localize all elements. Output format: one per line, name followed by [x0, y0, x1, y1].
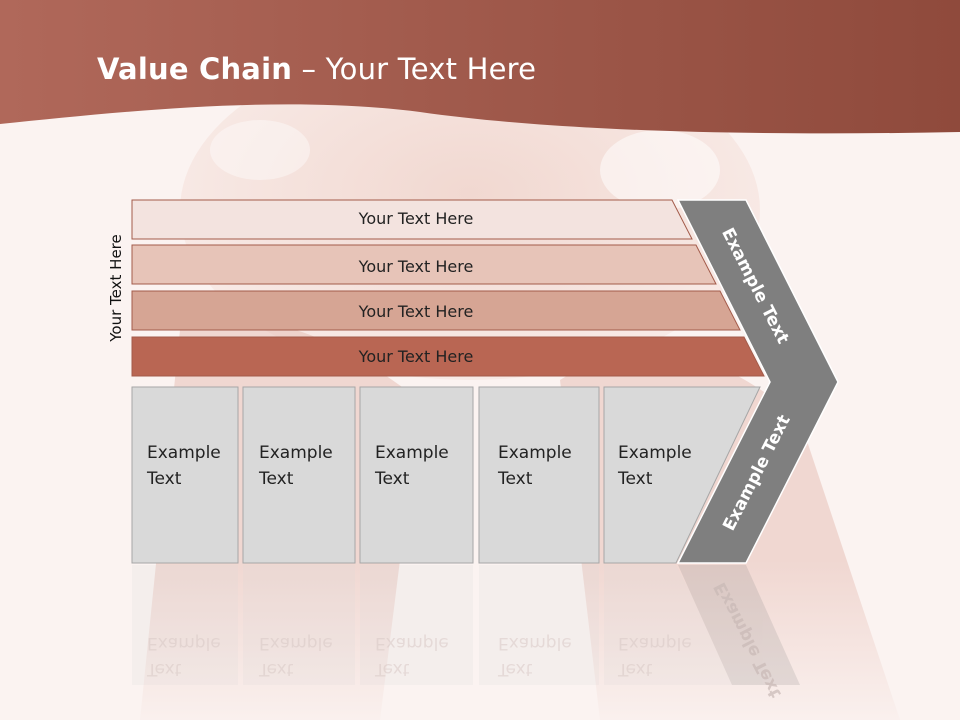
box-3 — [359, 386, 474, 564]
box-5 — [603, 386, 761, 564]
box-4-line2: Text — [498, 469, 533, 489]
band-1 — [131, 199, 693, 240]
box-1-line2: Text — [147, 469, 182, 489]
box-1-line1: Example — [147, 443, 221, 463]
box-1 — [131, 386, 239, 564]
box-5-line2: Text — [618, 469, 653, 489]
box-3-line1: Example — [375, 443, 449, 463]
page-title: Value Chain – Your Text Here — [97, 52, 536, 86]
header-banner — [0, 0, 960, 134]
band-4-label: Your Text Here — [358, 347, 474, 366]
band-3-label: Your Text Here — [358, 302, 474, 321]
box-4 — [478, 386, 600, 564]
title-subtitle: – Your Text Here — [292, 52, 537, 86]
band-2 — [131, 244, 717, 285]
band-3 — [131, 290, 741, 331]
band-1-label: Your Text Here — [358, 209, 474, 228]
band-2-label: Your Text Here — [358, 257, 474, 276]
box-2-line1: Example — [259, 443, 333, 463]
box-2-line2: Text — [259, 469, 294, 489]
title-main: Value Chain — [97, 52, 293, 86]
box-5-line1: Example — [618, 443, 692, 463]
band-4 — [131, 336, 765, 377]
box-4-line1: Example — [498, 443, 572, 463]
box-3-line2: Text — [375, 469, 410, 489]
box-2 — [242, 386, 356, 564]
reflection — [132, 565, 800, 685]
chevron-shape — [676, 199, 839, 564]
